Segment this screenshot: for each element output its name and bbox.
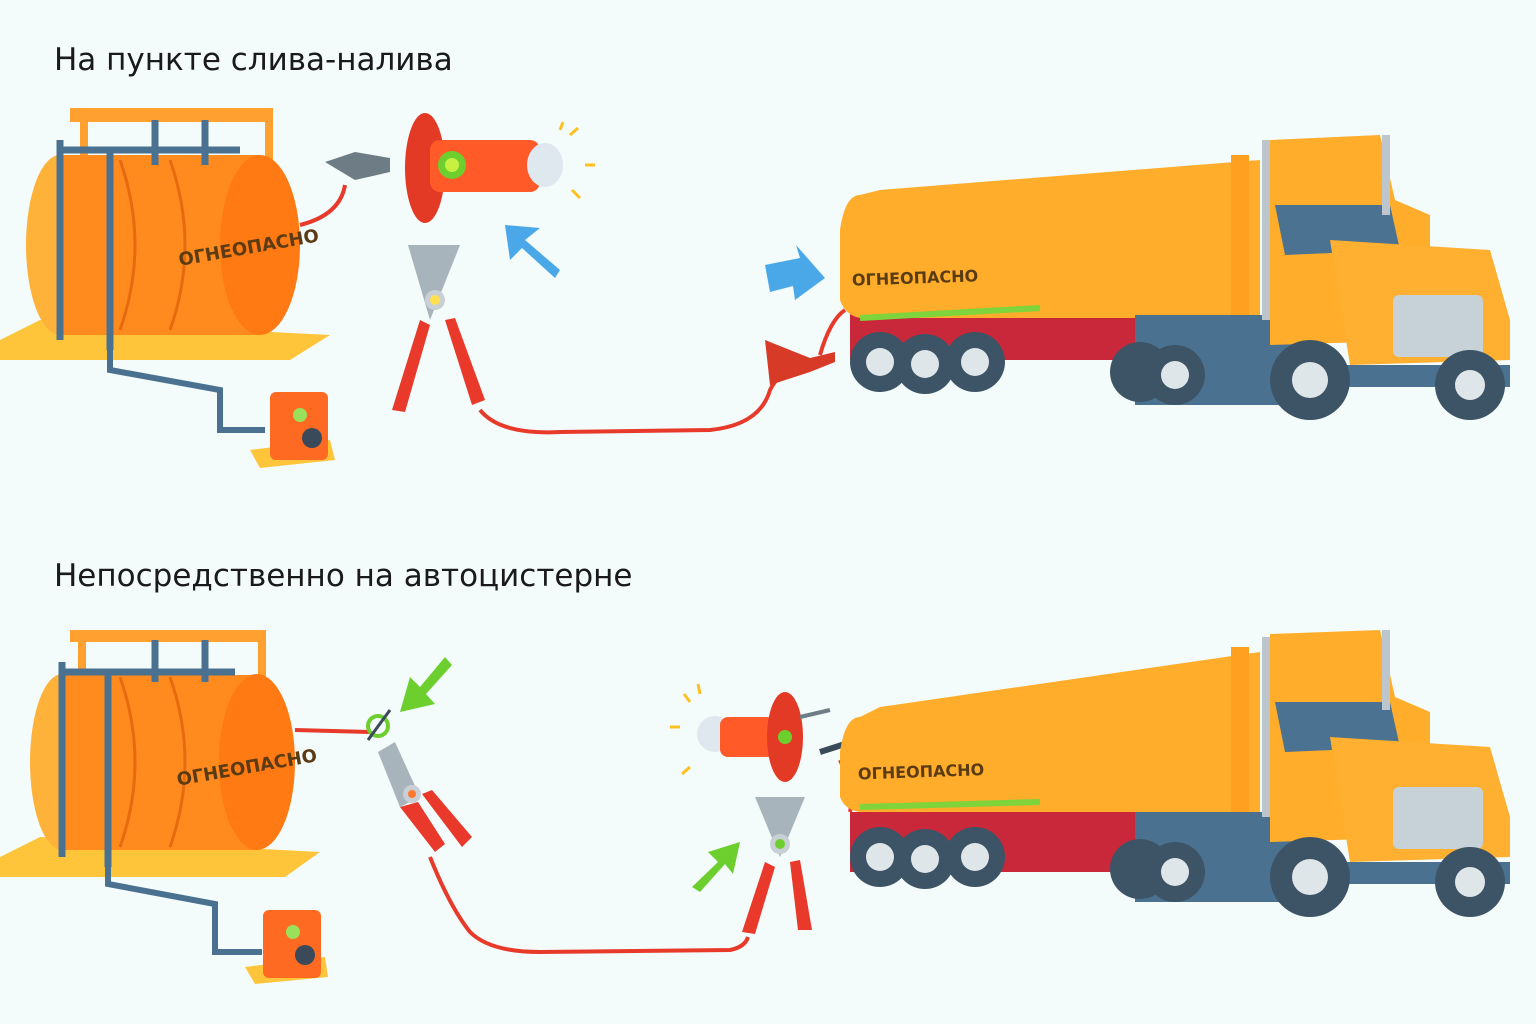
grounding-cable xyxy=(478,366,801,435)
storage-tank: ОГНЕОПАСНО xyxy=(0,108,330,433)
section-title-top: На пункте слива-налива xyxy=(54,42,453,78)
grounding-reel xyxy=(325,113,595,223)
green-arrow-icon xyxy=(400,657,452,712)
grounding-clamp xyxy=(742,797,812,934)
section-title-bottom: Непосредственно на автоцистерне xyxy=(54,558,633,594)
grounding-cable xyxy=(428,856,750,955)
scene-bottom: ОГНЕОПАСНО xyxy=(0,630,1510,984)
storage-tank: ОГНЕОПАСНО xyxy=(0,630,320,955)
grounding-clamp xyxy=(392,245,485,412)
grounding-box xyxy=(245,910,328,984)
truck-danger-label: ОГНЕОПАСНО xyxy=(852,266,979,289)
green-arrow-icon xyxy=(692,842,740,892)
grounding-clamp xyxy=(378,742,472,852)
grounding-reel xyxy=(670,683,831,782)
truck-danger-label: ОГНЕОПАСНО xyxy=(858,760,985,783)
grounding-box xyxy=(250,392,335,468)
tank-truck: ОГНЕОПАСНО xyxy=(840,135,1510,420)
blue-arrow-icon xyxy=(505,225,560,278)
scene-top: ОГНЕОПАСНО ОГН xyxy=(0,108,1510,468)
blue-arrow-icon xyxy=(765,245,825,300)
tank-truck: ОГНЕОПАСНО xyxy=(840,630,1510,917)
no-connection-icon xyxy=(366,709,392,741)
